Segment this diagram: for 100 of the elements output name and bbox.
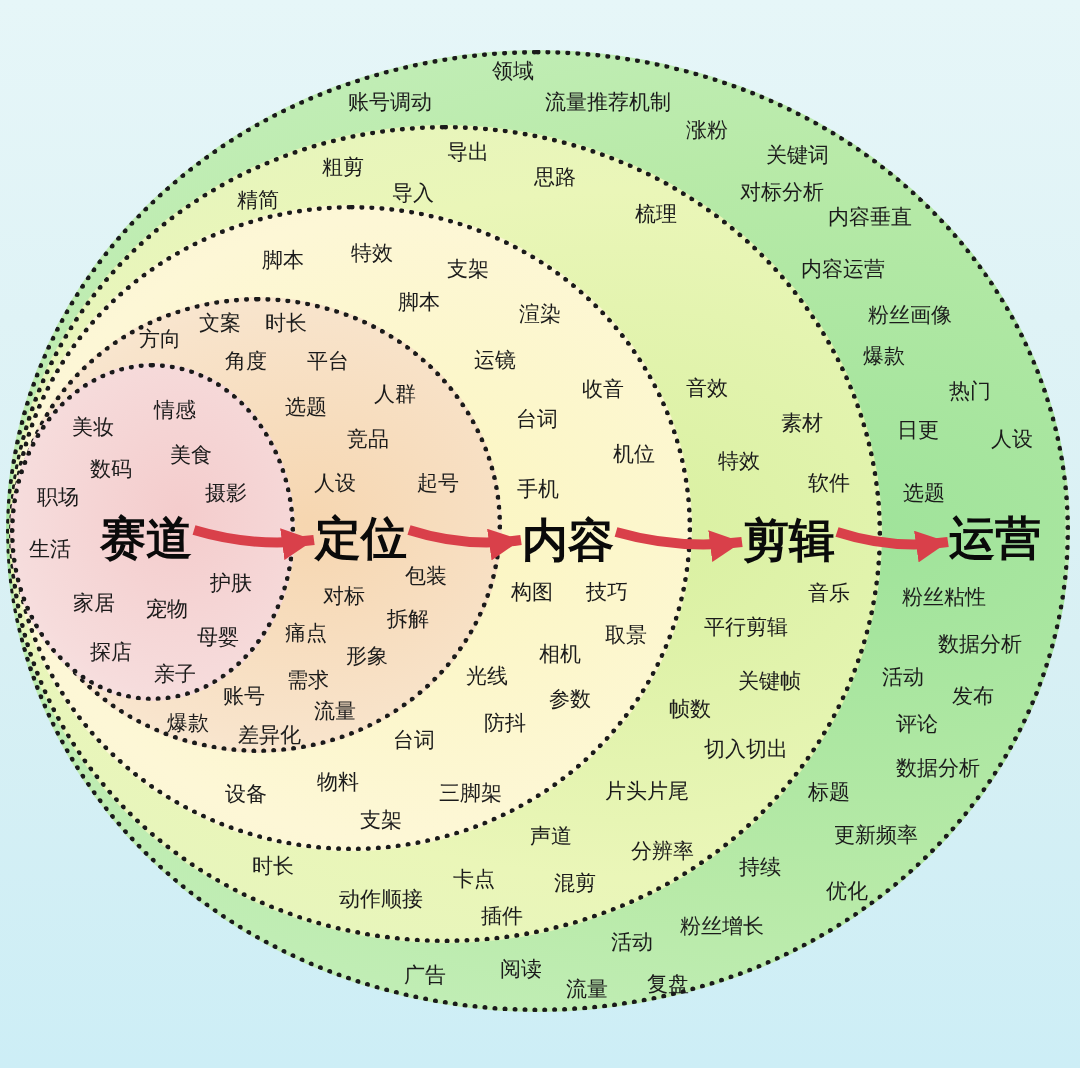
keyword-label: 美食 [170, 444, 212, 468]
keyword-label: 音乐 [808, 582, 850, 606]
keyword-label: 混剪 [554, 872, 596, 896]
keyword-label: 摄影 [205, 482, 247, 506]
keyword-label: 热门 [949, 380, 991, 404]
keyword-label: 关键帧 [737, 670, 801, 694]
keyword-label: 粉丝画像 [868, 304, 952, 328]
keyword-label: 渲染 [519, 303, 561, 327]
keyword-label: 平台 [307, 350, 349, 374]
curved-arrow [614, 527, 743, 562]
keyword-label: 素材 [781, 412, 823, 436]
keyword-label: 内容垂直 [828, 206, 912, 230]
keyword-label: 评论 [896, 713, 938, 737]
keyword-label: 探店 [90, 641, 132, 665]
keyword-label: 持续 [739, 856, 781, 880]
keyword-label: 选题 [903, 482, 945, 506]
keyword-label: 设备 [225, 783, 267, 807]
keyword-label: 广告 [404, 964, 446, 988]
keyword-label: 更新频率 [834, 824, 918, 848]
keyword-label: 脚本 [398, 291, 440, 315]
keyword-label: 流量 [566, 978, 608, 1002]
keyword-label: 台词 [516, 408, 558, 432]
curved-arrow [192, 525, 315, 560]
keyword-label: 构图 [511, 581, 553, 605]
keyword-label: 相机 [539, 643, 581, 667]
keyword-label: 防抖 [484, 712, 526, 736]
keyword-label: 发布 [952, 685, 994, 709]
keyword-label: 插件 [481, 905, 523, 929]
stage-heading: 内容 [522, 517, 614, 563]
keyword-label: 活动 [611, 931, 653, 955]
keyword-label: 特效 [718, 450, 760, 474]
keyword-label: 精简 [237, 189, 279, 213]
keyword-label: 时长 [252, 855, 294, 879]
keyword-label: 技巧 [586, 581, 628, 605]
keyword-label: 账号 [223, 685, 265, 709]
keyword-label: 动作顺接 [339, 888, 423, 912]
keyword-label: 痛点 [285, 622, 327, 646]
keyword-label: 导入 [392, 182, 434, 206]
keyword-label: 分辨率 [630, 840, 694, 864]
keyword-label: 拆解 [387, 608, 429, 632]
keyword-label: 亲子 [154, 663, 196, 687]
keyword-label: 起号 [417, 472, 459, 496]
keyword-label: 领域 [492, 60, 534, 84]
keyword-label: 粉丝增长 [680, 915, 764, 939]
keyword-label: 片头片尾 [605, 780, 689, 804]
keyword-label: 母婴 [197, 626, 239, 650]
keyword-label: 人设 [991, 428, 1033, 452]
keyword-label: 取景 [605, 624, 647, 648]
keyword-label: 粉丝粘性 [902, 586, 986, 610]
keyword-label: 包装 [405, 565, 447, 589]
stage-heading: 赛道 [100, 515, 192, 561]
keyword-label: 家居 [73, 592, 115, 616]
keyword-label: 竞品 [347, 428, 389, 452]
keyword-label: 阅读 [500, 958, 542, 982]
keyword-label: 支架 [447, 258, 489, 282]
keyword-label: 方向 [139, 328, 181, 352]
stage-heading: 定位 [315, 515, 407, 561]
keyword-label: 人群 [374, 383, 416, 407]
keyword-label: 梳理 [635, 203, 677, 227]
keyword-label: 运镜 [474, 349, 516, 373]
keyword-label: 美妆 [72, 416, 114, 440]
keyword-label: 支架 [360, 809, 402, 833]
keyword-label: 流量 [314, 700, 356, 724]
keyword-label: 需求 [287, 669, 329, 693]
keyword-label: 机位 [613, 443, 655, 467]
keyword-label: 选题 [285, 396, 327, 420]
stage-heading: 运营 [949, 515, 1041, 561]
keyword-label: 角度 [225, 350, 267, 374]
keyword-label: 台词 [393, 729, 435, 753]
keyword-label: 物料 [317, 771, 359, 795]
keyword-label: 形象 [346, 645, 388, 669]
keyword-label: 对标分析 [740, 181, 824, 205]
keyword-label: 思路 [534, 166, 576, 190]
keyword-label: 生活 [29, 538, 71, 562]
keyword-label: 护肤 [210, 572, 252, 596]
keyword-label: 特效 [351, 242, 393, 266]
keyword-label: 差异化 [237, 724, 301, 748]
keyword-label: 宠物 [146, 598, 188, 622]
keyword-label: 日更 [897, 419, 939, 443]
keyword-label: 职场 [37, 486, 79, 510]
keyword-label: 卡点 [453, 868, 495, 892]
keyword-label: 手机 [517, 478, 559, 502]
keyword-label: 活动 [882, 666, 924, 690]
keyword-label: 音效 [686, 377, 728, 401]
keyword-label: 脚本 [262, 249, 304, 273]
keyword-label: 优化 [826, 880, 868, 904]
keyword-label: 参数 [549, 688, 591, 712]
stage-heading: 剪辑 [743, 517, 835, 563]
keyword-label: 收音 [582, 378, 624, 402]
keyword-label: 粗剪 [322, 156, 364, 180]
keyword-label: 光线 [466, 665, 508, 689]
keyword-label: 涨粉 [686, 119, 728, 143]
keyword-label: 三脚架 [438, 782, 502, 806]
curved-arrow [407, 525, 522, 560]
keyword-label: 流量推荐机制 [545, 91, 671, 115]
keyword-label: 导出 [447, 141, 489, 165]
keyword-label: 平行剪辑 [704, 616, 788, 640]
keyword-label: 数据分析 [896, 757, 980, 781]
keyword-label: 文案 [199, 312, 241, 336]
keyword-label: 对标 [323, 585, 365, 609]
